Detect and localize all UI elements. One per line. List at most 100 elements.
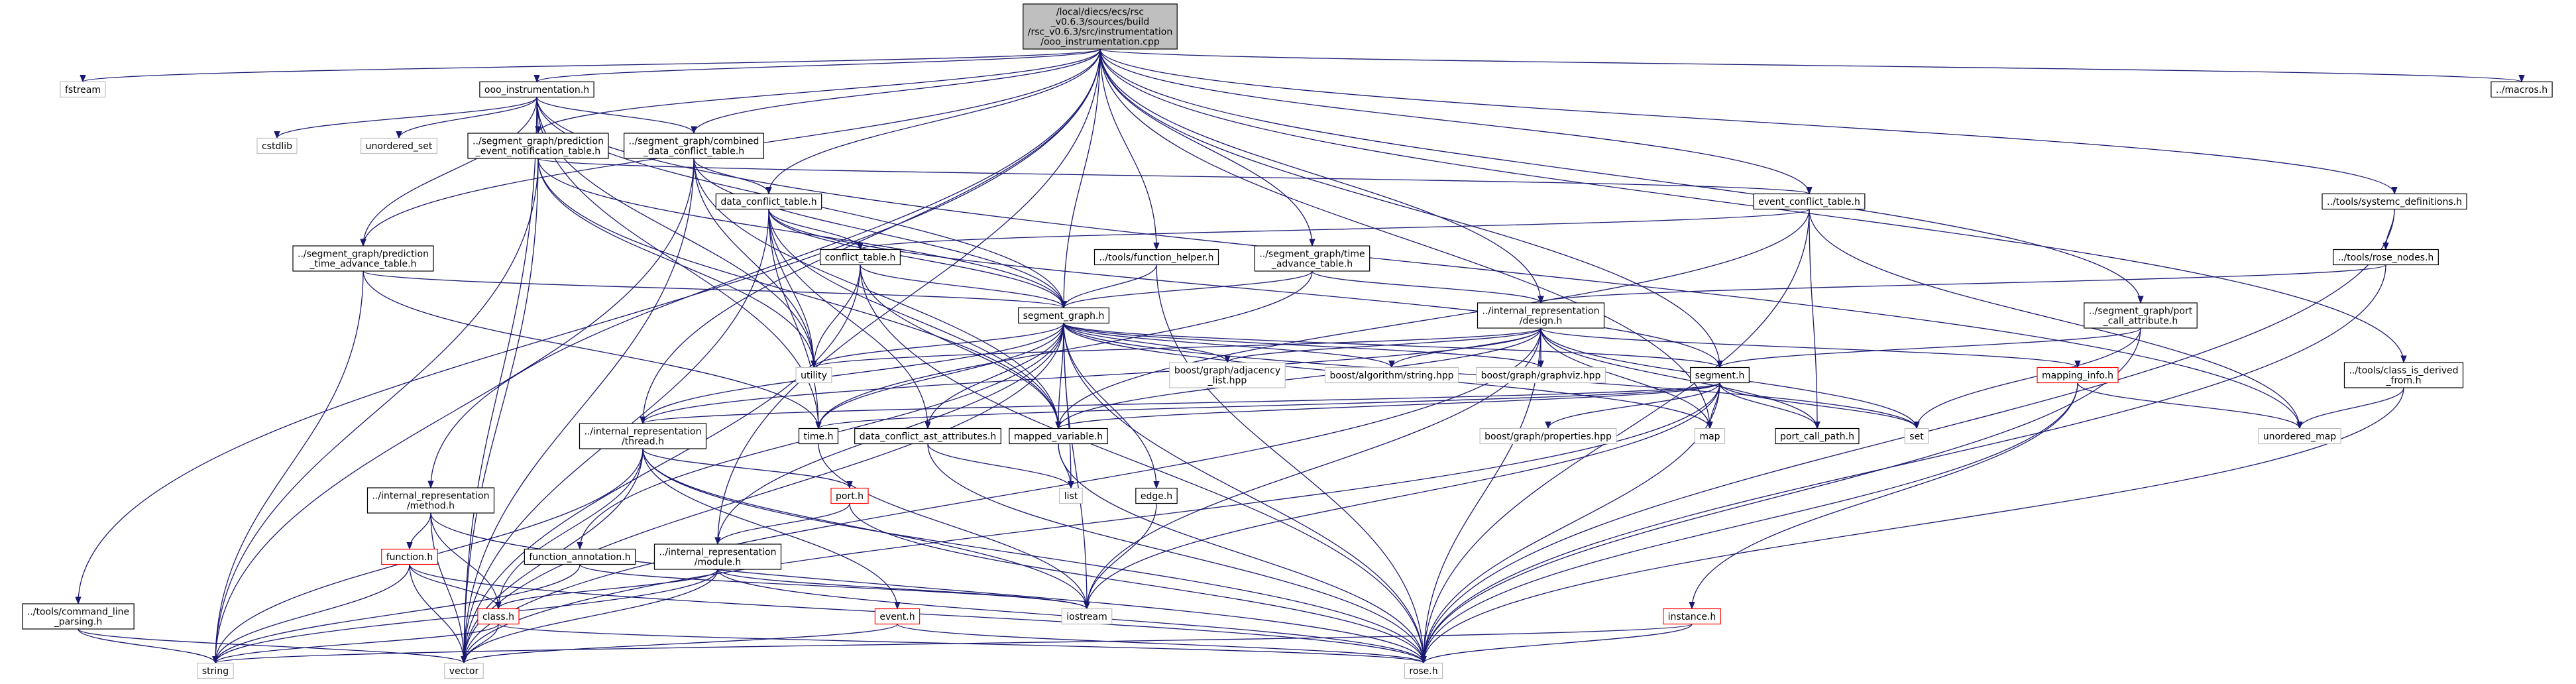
node-time-advance[interactable]: ../segment_graph/time_advance_table.h [1254,245,1371,272]
edge-time-h-to-iostream [818,443,1090,610]
node-label: function.h [386,552,433,563]
edge-segment-h-to-time-h [815,382,1720,429]
node-port-h[interactable]: port.h [830,487,869,504]
edge-design-to-utility [811,327,1541,369]
node-method-h[interactable]: ../internal_representation/method.h [366,487,495,514]
node-label: boost/graph/graphviz.hpp [1481,370,1601,381]
node-function-h[interactable]: function.h [381,548,438,565]
node-box [1904,428,1929,445]
edge-command-line-to-vector [78,628,467,664]
node-combined[interactable]: ../segment_graph/combined_data_conflict_… [624,133,764,159]
node-box [1753,193,1866,210]
edge-time-advance-to-time-h [815,270,1313,429]
edge-root-to-ooo-h [533,48,1101,83]
node-box [381,548,438,565]
edge-root-to-map [1099,48,1713,429]
node-conflict-table[interactable]: conflict_table.h [819,249,901,266]
node-mapping-info[interactable]: mapping_info.h [2037,367,2119,384]
node-function-annotation[interactable]: function_annotation.h [524,548,636,565]
node-label: /rsc_v0.6.3/src/instrumentation [1028,27,1172,38]
edge-design-to-map [1540,327,1713,429]
node-systemc-defs[interactable]: ../tools/systemc_definitions.h [2322,193,2467,210]
edge-segment-h-to-thread-h [640,382,1720,425]
edge-root-to-function-helper [1099,48,1160,251]
node-label: /module.h [695,557,742,568]
node-pred-time[interactable]: ../segment_graph/prediction_time_advance… [292,245,434,272]
edge-pred-event-to-mapped-variable [537,158,1062,429]
edge-segment-h-to-boost-properties [1545,382,1720,429]
node-data-conflict-ast[interactable]: data_conflict_ast_attributes.h [854,428,1001,445]
edge-port-h-to-rose-h [849,503,1427,664]
edge-segment-h-to-port-call-path [1719,382,1820,429]
node-label: fstream [65,85,101,95]
node-map: map [1694,428,1726,445]
node-rose-h: rose.h [1404,662,1443,679]
edge-root-to-design [1099,48,1544,304]
node-pred-event[interactable]: ../segment_graph/prediction_event_notifi… [467,133,609,159]
node-thread-h[interactable]: ../internal_representation/thread.h [579,423,707,449]
edge-segment-graph-to-utility [811,323,1064,369]
node-algorithm-string: boost/algorithm/string.hpp [1324,367,1459,384]
node-label: utility [801,370,827,381]
node-class-derived[interactable]: ../tools/class_is_derived_from.h [2343,362,2464,388]
node-label: _advance_table.h [1271,259,1353,270]
node-box [197,662,234,679]
node-label: vector [449,666,479,677]
node-port-call-attr[interactable]: ../segment_graph/port_call_attribute.h [2084,302,2198,329]
node-rose-nodes[interactable]: ../tools/rose_nodes.h [2333,249,2439,266]
edge-root-to-event-conflict-table [1099,48,1813,195]
node-label: boost/algorithm/string.hpp [1329,370,1453,381]
node-event-conflict-table[interactable]: event_conflict_table.h [1753,193,1866,210]
node-box [715,193,822,210]
node-event-h[interactable]: event.h [874,608,921,625]
edge-combined-to-mapped-variable [693,158,1062,429]
node-box [854,428,1001,445]
node-label: ../tools/command_line [27,607,129,618]
node-ooo-h[interactable]: ooo_instrumentation.h [479,81,594,98]
edge-data-conflict-ast-to-rose-h [927,443,1427,664]
edge-data-conflict-table-to-time-h [768,209,822,429]
node-label: ../segment_graph/prediction [298,249,429,260]
node-box [1169,362,1286,388]
edge-event-h-to-vector [461,623,898,664]
node-label: function_annotation.h [529,552,630,563]
edge-module-h-to-iostream [717,569,1090,610]
node-box [2333,249,2439,266]
node-time-h[interactable]: time.h [798,428,839,445]
node-design[interactable]: ../internal_representation/design.h [1477,302,1605,329]
edge-rose-nodes-to-design [1538,264,2386,304]
node-port-call-path[interactable]: port_call_path.h [1775,428,1860,445]
edge-time-advance-to-segment-graph [1060,270,1313,309]
edge-root-to-combined [691,48,1101,135]
node-segment-graph[interactable]: segment_graph.h [1018,307,1109,324]
edge-function-annotation-to-string [212,564,581,664]
node-module-h[interactable]: ../internal_representation/module.h [653,543,782,570]
edge-instance-h-to-rose-h [1420,624,1693,664]
node-macros[interactable]: ../macros.h [2491,81,2553,98]
edge-event-conflict-table-to-mapped-variable [1055,209,1810,429]
edge-segment-h-to-iostream [1084,382,1720,610]
node-label: boost/graph/adjacency [1174,366,1280,376]
node-box [1135,487,1178,504]
edge-design-to-thread-h [640,327,1541,425]
node-edge-h[interactable]: edge.h [1135,487,1178,504]
edge-segment-graph-to-graphviz [1063,322,1544,369]
edge-segment-graph-to-time-h [815,323,1064,429]
edge-event-conflict-table-to-unordered-map [1809,209,2303,429]
node-class-h[interactable]: class.h [477,608,520,625]
node-command-line[interactable]: ../tools/command_line_parsing.h [22,603,135,630]
edge-port-call-attr-to-segment-h [1716,327,2141,369]
edge-conflict-table-to-rose-h [860,264,1427,664]
node-segment-h[interactable]: segment.h [1690,367,1750,384]
node-label: _parsing.h [54,617,103,628]
edge-function-h-to-class-h [409,564,502,610]
edge-combined-to-utility [693,158,817,369]
node-box [1775,428,1860,445]
edge-function-helper-to-rose-h [1156,264,1427,664]
edge-design-to-iostream [1084,327,1541,610]
node-mapped-variable[interactable]: mapped_variable.h [1009,428,1108,445]
node-root[interactable]: /local/diecs/ecs/rsc_v0.6.3/sources/buil… [1023,3,1178,50]
node-instance-h[interactable]: instance.h [1663,608,1721,625]
node-function-helper[interactable]: ../tools/function_helper.h [1093,249,1219,266]
node-data-conflict-table[interactable]: data_conflict_table.h [715,193,822,210]
